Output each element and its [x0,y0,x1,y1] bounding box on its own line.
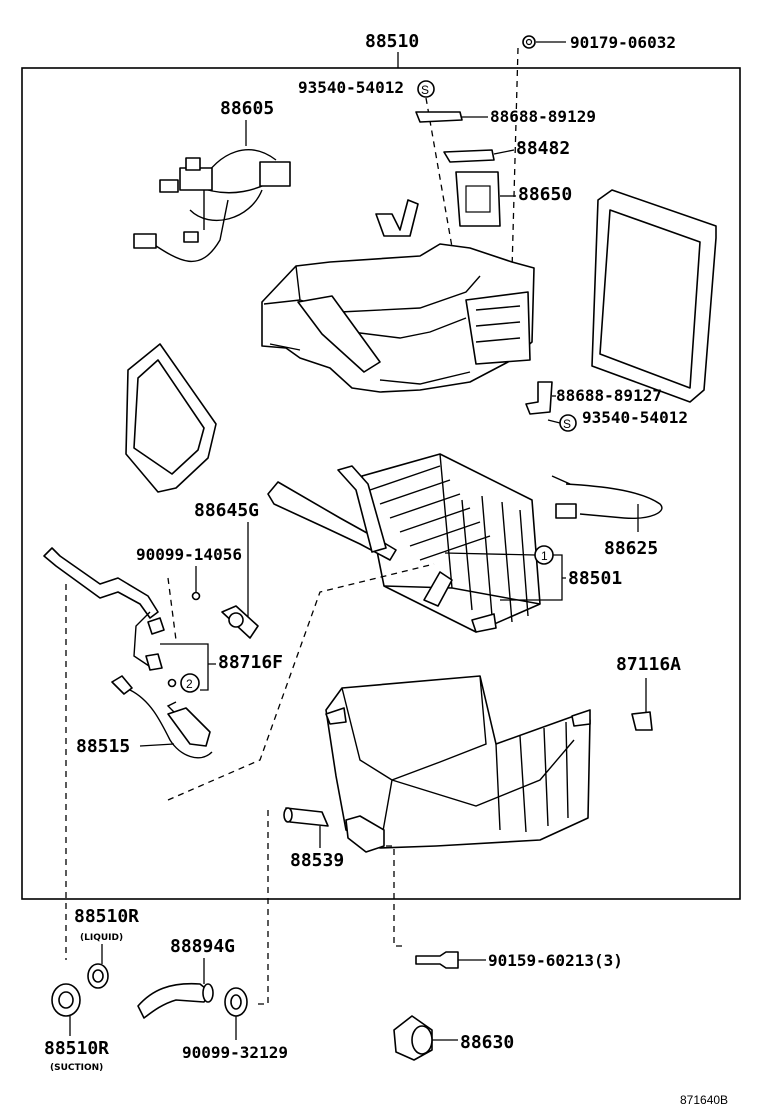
inlet-pipe [267,465,397,561]
assembly-frame [21,67,741,900]
hose-88894g [137,982,214,1019]
screw-marker-s-mid: S [559,414,577,432]
label-90099-14056: 90099-14056 [136,545,242,564]
svg-text:2: 2 [186,677,193,691]
svg-text:S: S [563,417,571,431]
switch-leader [139,743,175,747]
evaporator-core-88501 [361,453,541,633]
label-88510: 88510 [365,31,419,52]
screw-90159-60213 [415,951,486,969]
bracket-88688-89129 [415,111,488,123]
drain-hose-88539 [283,807,385,853]
label-liquid: (LIQUID) [80,933,123,943]
label-88688-89129: 88688-89129 [490,107,596,126]
nut-dash-line [511,47,519,271]
label-88645g: 88645G [194,500,259,521]
evaporator-leader [444,552,566,601]
switch-dash [167,563,435,801]
frame-seal [591,189,717,403]
amplifier-88650 [455,171,516,227]
liquid-fitting [87,963,109,989]
marker-2: 2 [180,673,200,693]
marker-1: 1 [534,545,554,565]
label-88539: 88539 [290,850,344,871]
cover-88482 [443,149,515,163]
wire-harness-88605 [133,149,291,262]
label-90099-32129: 90099-32129 [182,1043,288,1062]
label-88605: 88605 [220,98,274,119]
screw-dash-bottom [386,845,402,947]
label-88510r-suction: 88510R [44,1038,109,1059]
label-90159-60213: 90159-60213(3) [488,951,623,970]
thermistor-88625 [551,475,663,532]
label-88501: 88501 [568,568,622,589]
svg-text:1: 1 [541,549,548,563]
label-suction: (SUCTION) [50,1063,103,1073]
frame-seal-left [125,343,217,493]
label-88650: 88650 [518,184,572,205]
label-90179-06032: 90179-06032 [570,33,676,52]
small-bracket [375,199,419,237]
screw-dash-top [425,97,457,271]
label-88510r-liquid: 88510R [74,906,139,927]
label-88515: 88515 [76,736,130,757]
label-88894g: 88894G [170,936,235,957]
label-88630: 88630 [460,1032,514,1053]
screw-marker-s-top: S [417,80,435,98]
upper-case-housing [261,243,535,393]
sensor-leader [160,643,216,691]
switch-88515 [111,675,213,759]
nut-90179 [522,35,566,49]
label-93540-54012-top: 93540-54012 [298,78,404,97]
diagram-id: 871640B [680,1093,728,1107]
expansion-valve [221,605,259,639]
label-88716f: 88716F [218,652,283,673]
clip-87116a [631,711,653,731]
label-88688-89127: 88688-89127 [556,386,662,405]
liquid-tube [43,547,165,671]
screw-mid-leader [547,419,561,424]
grommet-90099-32129 [224,987,248,1017]
o-ring-90099-14056 [191,566,201,601]
o-ring-small [167,678,177,688]
label-88625: 88625 [604,538,658,559]
label-87116a: 87116A [616,654,681,675]
suction-fitting [51,983,81,1017]
label-88482: 88482 [516,138,570,159]
lower-case-housing [325,675,591,849]
svg-text:S: S [421,83,429,97]
sensor-dash [167,577,177,641]
bracket-88688-89127 [525,381,556,415]
label-93540-54012-mid: 93540-54012 [582,408,688,427]
hose-dash [254,810,269,1005]
damper-88630 [393,1015,458,1061]
